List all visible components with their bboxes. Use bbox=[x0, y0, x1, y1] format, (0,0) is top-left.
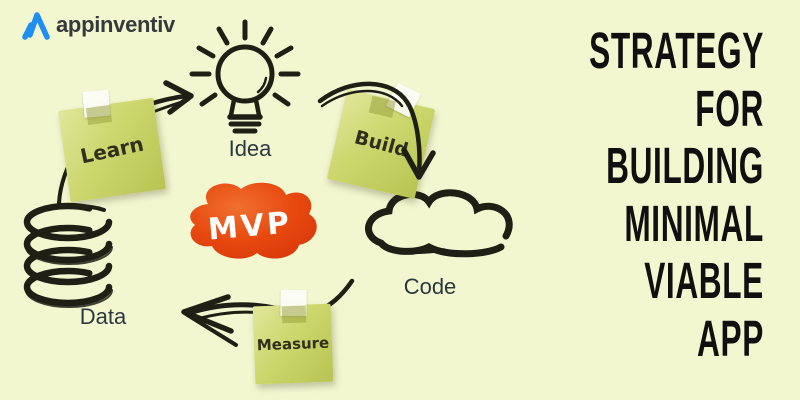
headline-line: FOR bbox=[695, 79, 764, 137]
headline-line: BUILDING bbox=[606, 137, 764, 194]
cloud-icon bbox=[365, 189, 513, 258]
lightbulb-icon bbox=[189, 19, 301, 134]
arrow-build-to-code bbox=[317, 81, 422, 175]
headline-line: STRATEGY bbox=[589, 22, 764, 79]
logo-wordmark: appinventiv bbox=[56, 12, 175, 37]
appinventiv-logo: appinventiv bbox=[20, 9, 175, 41]
arrow-measure-to-data-head-extra bbox=[184, 312, 238, 347]
arrow-build-to-code-head bbox=[401, 147, 436, 180]
idea-label: Idea bbox=[228, 136, 272, 161]
arrow-build-to-code-doubled bbox=[320, 89, 404, 108]
database-coil-icon bbox=[23, 202, 113, 308]
arrow-learn-to-idea-head bbox=[163, 80, 194, 115]
code-label: Code bbox=[403, 274, 457, 299]
appinventiv-logo-icon bbox=[22, 12, 50, 40]
headline: STRATEGY FOR BUILDING MINIMAL VIABLE APP bbox=[589, 22, 764, 367]
mvp-cloud-shape bbox=[190, 182, 317, 259]
arrow-measure-to-data-head bbox=[181, 294, 234, 334]
headline-line: VIABLE bbox=[644, 252, 764, 309]
headline-line: APP bbox=[697, 309, 764, 367]
data-label: Data bbox=[79, 304, 127, 329]
headline-line: MINIMAL bbox=[624, 194, 764, 252]
